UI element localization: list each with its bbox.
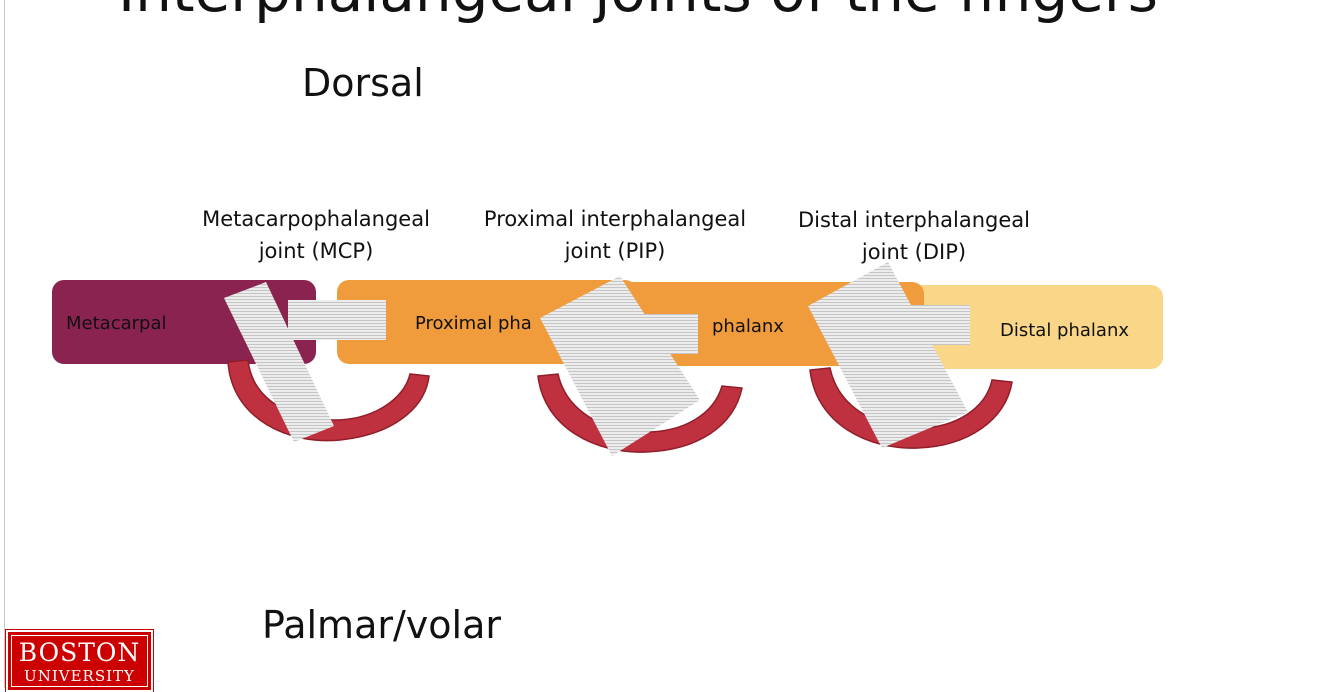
dip-hatched-overlay — [808, 262, 968, 448]
mcp-joint-label: Metacarpophalangeal joint (MCP) — [186, 203, 446, 267]
dip-label-line1: Distal interphalangeal — [798, 208, 1030, 232]
mcp-joint-arc — [227, 359, 430, 442]
metacarpal-label: Metacarpal — [66, 313, 166, 334]
mcp-label-line1: Metacarpophalangeal — [202, 207, 430, 231]
dorsal-label: Dorsal — [302, 61, 424, 105]
dip-joint-label: Distal interphalangeal joint (DIP) — [784, 204, 1044, 268]
dip-hatched-connector — [878, 305, 970, 345]
pip-hatched-overlay — [540, 276, 700, 456]
mcp-hatched-connector — [288, 300, 386, 340]
logo-inner-frame — [11, 635, 148, 687]
proximal-phalanx-label: Proximal pha — [415, 313, 532, 334]
dip-label-line2: joint (DIP) — [861, 240, 967, 264]
pip-joint-label: Proximal interphalangeal joint (PIP) — [470, 203, 760, 267]
slide-title: Interphalangeal joints of the fingers — [118, 0, 1158, 26]
pip-hatched-connector — [608, 314, 698, 354]
slide-left-border — [4, 0, 5, 688]
logo-word-boston: BOSTON — [18, 638, 141, 667]
pip-label-line2: joint (PIP) — [564, 239, 666, 263]
logo-word-university: UNIVERSITY — [24, 667, 135, 685]
boston-university-logo: BOSTON UNIVERSITY — [5, 629, 154, 692]
distal-phalanx-label: Distal phalanx — [1000, 320, 1129, 341]
mcp-label-line2: joint (MCP) — [258, 239, 374, 263]
mcp-hatched-overlay — [224, 282, 334, 442]
middle-phalanx-label: phalanx — [712, 316, 784, 337]
pip-label-line1: Proximal interphalangeal — [483, 207, 747, 231]
palmar-label: Palmar/volar — [262, 603, 501, 647]
